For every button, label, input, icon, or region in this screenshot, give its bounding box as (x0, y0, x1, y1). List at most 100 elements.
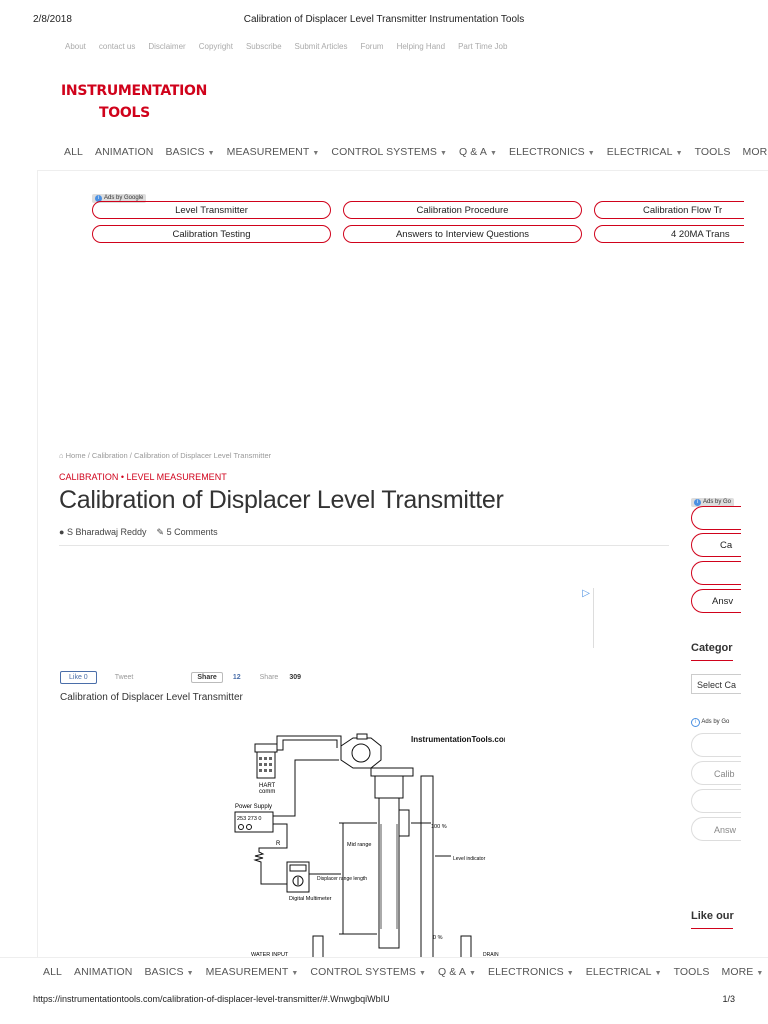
sidebar-ads-label-2[interactable]: i Ads by Go (691, 718, 729, 727)
comment-icon: ✎ (156, 527, 165, 537)
sidebar-ad2-pill-4[interactable]: Answ (691, 817, 741, 841)
breadcrumb[interactable]: ⌂ Home / Calibration / Calibration of Di… (59, 451, 272, 460)
sticky-nav-measurement[interactable]: MEASUREMENT▼ (205, 966, 299, 978)
facebook-like-button[interactable]: Like 0 (60, 671, 97, 684)
sidebar-ad-pill-2[interactable]: Ca (691, 533, 741, 557)
ad-link-420ma[interactable]: 4 20MA Trans (594, 225, 744, 243)
page-title: Calibration of Displacer Level Transmitt… (59, 486, 504, 514)
logo-line2: TOOLS (99, 105, 150, 121)
caret-down-icon: ▼ (312, 150, 320, 157)
nav-electronics[interactable]: ELECTRONICS▼ (508, 146, 595, 158)
ad-link-calibration-testing[interactable]: Calibration Testing (92, 225, 331, 243)
sticky-nav-basics[interactable]: BASICS▼ (144, 966, 194, 978)
sidebar-ad2-pill-2[interactable]: Calib (691, 761, 741, 785)
sticky-nav-all[interactable]: ALL (43, 966, 62, 978)
nav-more[interactable]: MORE▼ (742, 146, 768, 158)
social-bar: Like 0 Tweet Share 12 Share 309 (60, 671, 301, 684)
sidebar-ad-pill-3[interactable] (691, 561, 741, 585)
sticky-navigation: ALL ANIMATION BASICS▼ MEASUREMENT▼ CONTR… (43, 966, 763, 978)
sticky-nav-tools[interactable]: TOOLS (673, 966, 710, 978)
nav-all[interactable]: ALL (64, 146, 83, 158)
nav-electrical[interactable]: ELECTRICAL▼ (606, 146, 683, 158)
sticky-nav-control-systems[interactable]: CONTROL SYSTEMS▼ (310, 966, 426, 978)
sidebar-ad2-pill-1[interactable] (691, 733, 741, 757)
print-date: 2/8/2018 (33, 14, 72, 25)
caret-down-icon: ▼ (675, 150, 683, 157)
diagram-label-comm: comm (259, 789, 275, 795)
page-number: 1/3 (722, 994, 735, 1004)
share-button[interactable]: Share (191, 672, 223, 683)
sticky-nav-qa[interactable]: Q & A▼ (438, 966, 476, 978)
nav-tools[interactable]: TOOLS (694, 146, 731, 158)
topnav-copyright[interactable]: Copyright (198, 42, 233, 51)
topnav-about[interactable]: About (65, 42, 86, 51)
like-underline (691, 928, 733, 929)
tweet-button[interactable]: Tweet (114, 674, 134, 681)
diagram-label-displacer: Displacer range length (317, 876, 367, 882)
site-logo[interactable]: INSTRUMENTATION TOOLS (61, 80, 207, 124)
diagram-brand: InstrumentationTools.com (411, 735, 505, 744)
nav-basics[interactable]: BASICS▼ (165, 146, 215, 158)
caret-down-icon: ▼ (207, 150, 215, 157)
author-link[interactable]: ● S Bharadwaj Reddy (59, 527, 147, 537)
diagram-label-ps-reading: 253 273 0 (237, 816, 261, 822)
share-button-2[interactable]: Share (259, 674, 279, 681)
diagram-label-drain: DRAIN (483, 952, 499, 958)
nav-qa[interactable]: Q & A▼ (459, 146, 497, 158)
sticky-nav-background (0, 957, 768, 990)
diagram-label-0: 0 % (433, 935, 443, 941)
nav-animation[interactable]: ANIMATION (94, 146, 154, 158)
sidebar-categories-heading: Categor (691, 642, 733, 654)
topnav-disclaimer[interactable]: Disclaimer (148, 42, 186, 51)
caret-down-icon: ▼ (654, 970, 662, 977)
article-meta: ● S Bharadwaj Reddy ✎ 5 Comments (59, 527, 218, 538)
article-categories[interactable]: CALIBRATION • LEVEL MEASUREMENT (59, 472, 227, 482)
comments-link[interactable]: ✎ 5 Comments (156, 527, 218, 537)
sidebar-like-heading: Like our (691, 910, 734, 922)
share-count: 12 (232, 674, 241, 681)
print-url: https://instrumentationtools.com/calibra… (33, 994, 390, 1004)
info-icon: i (691, 718, 700, 727)
topnav-forum[interactable]: Forum (360, 42, 384, 51)
ad-link-level-transmitter[interactable]: Level Transmitter (92, 201, 331, 219)
topnav-subscribe[interactable]: Subscribe (245, 42, 282, 51)
print-title: Calibration of Displacer Level Transmitt… (243, 14, 525, 25)
topnav-contact[interactable]: contact us (98, 42, 136, 51)
adchoices-icon[interactable]: ▷ (582, 588, 590, 599)
caret-down-icon: ▼ (291, 970, 299, 977)
info-icon: i (95, 195, 102, 202)
diagram-label-hart: HART (259, 783, 276, 789)
content-edge (37, 170, 38, 960)
header-divider (37, 170, 768, 171)
caret-down-icon: ▼ (566, 970, 574, 977)
diagram-label-power: Power Supply (235, 804, 272, 810)
nav-control-systems[interactable]: CONTROL SYSTEMS▼ (331, 146, 447, 158)
category-select[interactable]: Select Ca (691, 674, 741, 694)
top-navigation: About contact us Disclaimer Copyright Su… (65, 42, 507, 51)
ad-link-interview-questions[interactable]: Answers to Interview Questions (343, 225, 582, 243)
caret-down-icon: ▼ (468, 970, 476, 977)
sidebar-ad2-pill-3[interactable] (691, 789, 741, 813)
ad-link-calibration-procedure[interactable]: Calibration Procedure (343, 201, 582, 219)
diagram-label-mid: Mid range (347, 842, 371, 848)
calibration-diagram: InstrumentationTools.com HART comm Power… (221, 724, 511, 960)
caret-down-icon: ▼ (439, 150, 447, 157)
categories-underline (691, 660, 733, 661)
user-icon: ● (59, 527, 65, 537)
article-subtitle: Calibration of Displacer Level Transmitt… (60, 692, 243, 703)
sidebar-ad-pill-1[interactable] (691, 506, 741, 530)
sticky-nav-electronics[interactable]: ELECTRONICS▼ (487, 966, 574, 978)
nav-measurement[interactable]: MEASUREMENT▼ (226, 146, 320, 158)
ad-link-calibration-flow[interactable]: Calibration Flow Tr (594, 201, 744, 219)
sticky-nav-more[interactable]: MORE▼ (721, 966, 764, 978)
ad-banner[interactable]: ▷ (136, 588, 594, 648)
sticky-nav-electrical[interactable]: ELECTRICAL▼ (585, 966, 662, 978)
sidebar-ad-pill-4[interactable]: Ansv (691, 589, 741, 613)
sticky-nav-animation[interactable]: ANIMATION (73, 966, 133, 978)
diagram-label-100: 100 % (431, 824, 447, 830)
topnav-part-time-job[interactable]: Part Time Job (458, 42, 508, 51)
topnav-helping-hand[interactable]: Helping Hand (396, 42, 446, 51)
topnav-submit-articles[interactable]: Submit Articles (294, 42, 348, 51)
